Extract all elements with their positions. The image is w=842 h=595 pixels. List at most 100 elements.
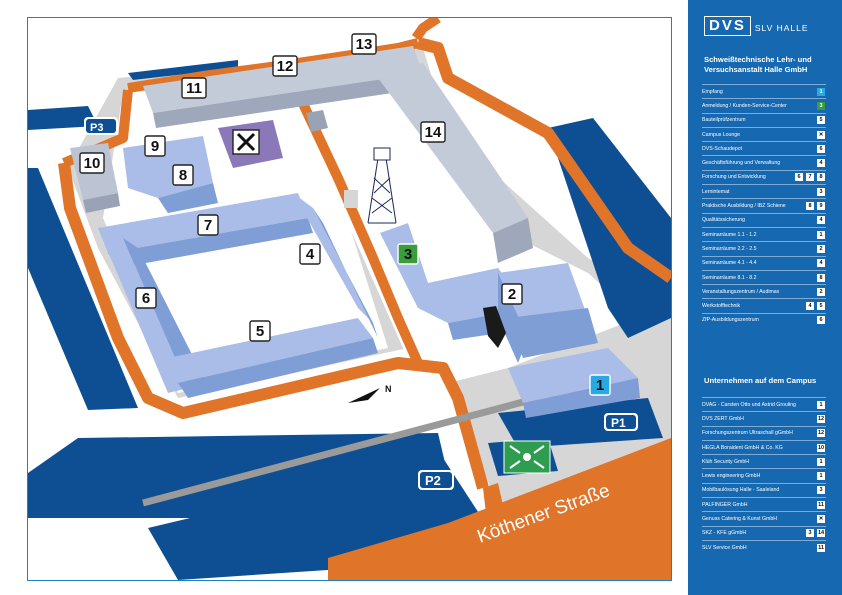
building-number-badge: ✕ — [816, 129, 826, 140]
legend-item-label: Praktische Ausbildung / IBZ Schiene — [702, 203, 786, 210]
building-number-badge: 4 — [816, 258, 826, 269]
building-5-label[interactable]: 5 — [249, 320, 271, 342]
legend-item-label: PALFINGER GmbH — [702, 501, 748, 508]
legend-item[interactable]: Veranstaltungszentrum / Audimax 2 — [702, 284, 826, 298]
building-10-label[interactable]: 10 — [79, 152, 105, 174]
building-1-shape — [508, 348, 640, 418]
building-number-badge: 1 — [816, 229, 826, 240]
building-number-badge: 14 — [816, 528, 826, 539]
building-number-badge: 6 — [816, 143, 826, 154]
svg-text:7: 7 — [204, 217, 212, 234]
building-number-badge: 6 — [794, 172, 804, 183]
legend-item-label: Bauteilprüfzentrum — [702, 117, 746, 124]
legend-item-label: Campus Lounge — [702, 131, 741, 138]
building-number-badge: 1 — [816, 86, 826, 97]
building-number-badge: 3 — [816, 186, 826, 197]
svg-text:11: 11 — [186, 80, 202, 97]
legend-item-label: Mobilbaulösung Halle - Saaleland — [702, 487, 780, 494]
building-number-badge: 3 — [805, 528, 815, 539]
svg-text:4: 4 — [306, 246, 315, 263]
building-8-label[interactable]: 8 — [172, 164, 194, 186]
building-7-label[interactable]: 7 — [197, 214, 219, 236]
north-east-road — [411, 18, 441, 41]
svg-text:12: 12 — [277, 58, 294, 75]
sculpture-icon — [483, 306, 506, 348]
legend-item[interactable]: Campus Lounge ✕ — [702, 126, 826, 141]
legend-item-label: SKZ - KFE gGmbH — [702, 530, 747, 537]
legend-item-label: Veranstaltungszentrum / Audimax — [702, 288, 780, 295]
svg-text:8: 8 — [179, 167, 187, 184]
logo-sub: SLV HALLE — [754, 23, 809, 33]
legend-item[interactable]: Seminarräume 4.1 - 4.4 4 — [702, 255, 826, 270]
svg-text:13: 13 — [356, 36, 373, 53]
svg-text:6: 6 — [142, 290, 150, 307]
logo-mark: DVS — [704, 16, 751, 36]
parking-sign-p3[interactable]: P3 — [84, 117, 118, 135]
building-number-badge: 5 — [816, 301, 826, 312]
building-4-label[interactable]: 4 — [299, 243, 321, 265]
parking-strip-west — [28, 168, 138, 410]
building-number-badge: 1 — [816, 471, 826, 482]
building-number-badge: 8 — [816, 172, 826, 183]
legend-item-label: Forschung und Entwicklung — [702, 174, 766, 181]
building-14-label[interactable]: 14 — [420, 121, 446, 143]
building-11-13-shape — [143, 46, 426, 128]
central-road — [293, 90, 423, 366]
building-9-label[interactable]: 9 — [144, 135, 166, 157]
building-12-label[interactable]: 12 — [272, 55, 298, 77]
legend-item-label: Genuss Catering & Kunst GmbH — [702, 516, 777, 523]
legend-item-label: Empfang — [702, 88, 723, 95]
rail-track — [142, 394, 539, 507]
building-2-label[interactable]: 2 — [501, 283, 523, 305]
road-connector — [483, 483, 508, 530]
building-number-badge: 5 — [816, 115, 826, 126]
legend-sidebar: DVS SLV HALLE Schweißtechnische Lehr- un… — [688, 0, 842, 595]
building-number-badge: 9 — [816, 201, 826, 212]
building-number-badge: 2 — [816, 286, 826, 297]
building-3-label[interactable]: 3 — [397, 243, 419, 265]
company-item[interactable]: Genuss Catering & Kunst GmbH ✕ — [702, 511, 826, 525]
legend-item[interactable]: Bauteilprüfzentrum 5 — [702, 112, 826, 127]
legend-item[interactable]: Seminarräume 1.1 - 1.2 1 — [702, 226, 826, 241]
building-number-badge: 6 — [816, 315, 826, 326]
legend-item-label: DVAG - Carsten Otto und Astrid Grouling — [702, 401, 796, 408]
legend-item-label: DVS ZERT GmbH — [702, 415, 744, 422]
legend-item[interactable]: Empfang 1 — [702, 84, 826, 98]
legend-item-label: Seminarräume 1.1 - 1.2 — [702, 231, 757, 238]
building-13-label[interactable]: 13 — [351, 33, 377, 55]
building-11-label[interactable]: 11 — [181, 77, 207, 99]
svg-text:1: 1 — [596, 377, 604, 394]
building-number-badge: ✕ — [816, 514, 826, 525]
legend-item-label: Seminarräume 4.1 - 4.4 — [702, 260, 757, 267]
parking-sign-p2[interactable]: P2 — [418, 470, 454, 490]
sidebar-title: Schweißtechnische Lehr- und Versuchsanst… — [704, 55, 812, 74]
building-6-label[interactable]: 6 — [135, 287, 157, 309]
legend-item-label: Werkstofftechnik — [702, 303, 741, 310]
building-1-label[interactable]: 1 — [589, 374, 611, 396]
assembly-point-icon[interactable] — [503, 440, 551, 474]
parking-sign-p1[interactable]: P1 — [604, 413, 638, 431]
